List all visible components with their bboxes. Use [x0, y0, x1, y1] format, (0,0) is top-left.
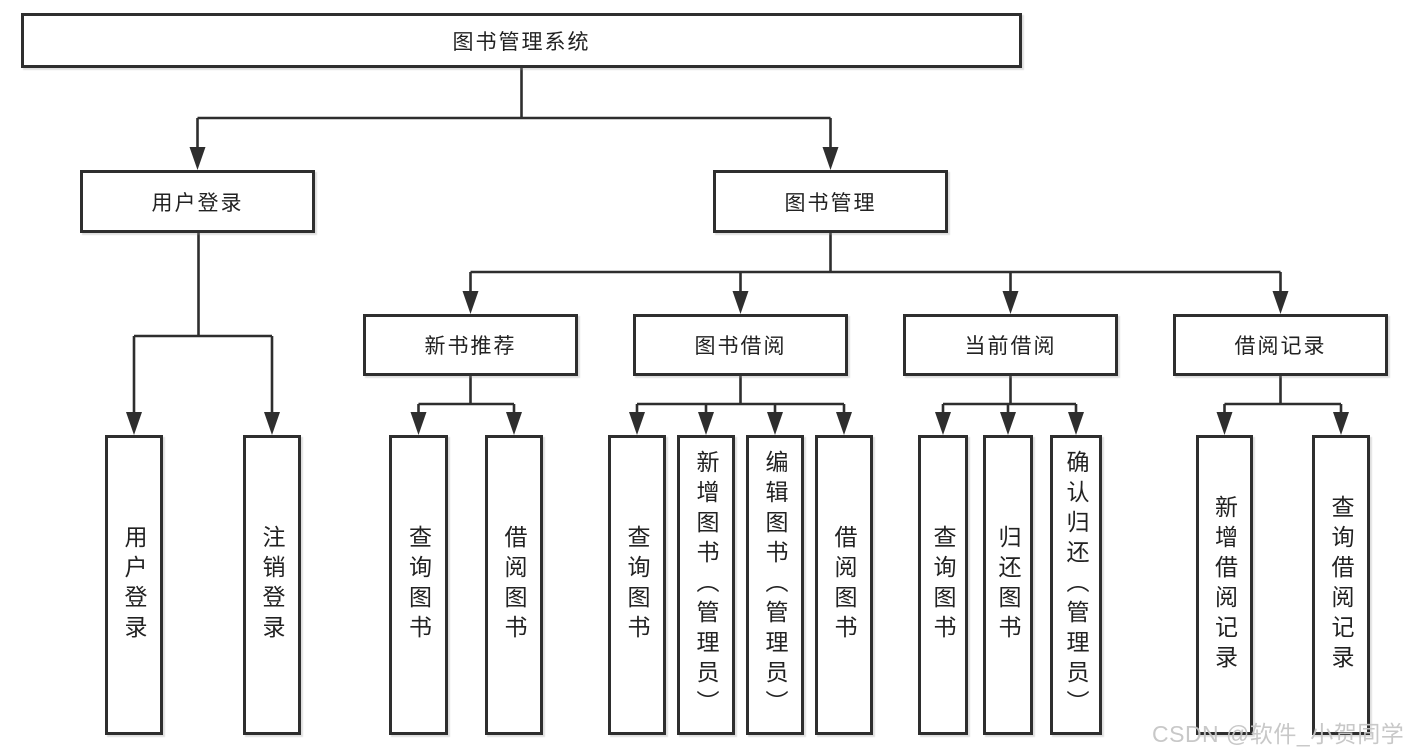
connector-user-login-to-leaves: [126, 233, 280, 435]
node-user-login-group-label: 用户登录: [151, 191, 244, 215]
arrowhead-icon: [822, 147, 839, 170]
node-library-system: 图书管理系统: [21, 13, 1022, 68]
arrowhead-icon: [1002, 291, 1019, 314]
arrowhead-icon: [462, 291, 479, 314]
leaf-logout-label: 注销登录: [259, 525, 285, 645]
leaf-borrow-borrow-book: 借阅图书: [815, 435, 873, 735]
leaf-record-query-label: 查询借阅记录: [1328, 495, 1354, 675]
connector-current-borrow-to-leaves: [935, 376, 1084, 435]
node-library-system-label: 图书管理系统: [452, 30, 591, 54]
arrowhead-icon: [836, 412, 852, 435]
arrowhead-icon: [1068, 412, 1084, 435]
connector-root-to-level2: [189, 68, 839, 170]
arrowhead-icon: [629, 412, 645, 435]
arrowhead-icon: [126, 412, 142, 435]
node-user-login-group: 用户登录: [80, 170, 315, 233]
arrowhead-icon: [1333, 412, 1349, 435]
arrowhead-icon: [1000, 412, 1016, 435]
leaf-user-login: 用户登录: [105, 435, 163, 735]
node-book-management-label: 图书管理: [784, 191, 877, 215]
leaf-record-add: 新增借阅记录: [1196, 435, 1253, 735]
node-borrow-records: 借阅记录: [1173, 314, 1388, 376]
csdn-watermark: CSDN @软件_小贺同学: [1152, 721, 1405, 747]
leaf-current-return: 归还图书: [983, 435, 1033, 735]
leaf-newbook-query-label: 查询图书: [405, 525, 432, 645]
node-borrow-records-label: 借阅记录: [1234, 335, 1327, 358]
leaf-record-query: 查询借阅记录: [1312, 435, 1370, 735]
leaf-borrow-edit-book: 编辑图书（管理员）: [746, 435, 804, 735]
leaf-current-confirm-return: 确认归还（管理员）: [1050, 435, 1102, 735]
connector-new-books-to-leaves: [410, 376, 522, 435]
node-book-borrow-label: 图书借阅: [694, 335, 787, 358]
node-new-book-recommend-label: 新书推荐: [424, 335, 517, 358]
arrowhead-icon: [732, 291, 749, 314]
node-new-book-recommend: 新书推荐: [363, 314, 578, 376]
leaf-record-add-label: 新增借阅记录: [1211, 495, 1238, 675]
arrowhead-icon: [698, 412, 714, 435]
leaf-newbook-query: 查询图书: [389, 435, 448, 735]
arrowhead-icon: [1272, 291, 1289, 314]
leaf-borrow-query-label: 查询图书: [624, 525, 650, 645]
leaf-current-query: 查询图书: [918, 435, 968, 735]
leaf-user-login-label: 用户登录: [121, 525, 147, 645]
connector-book-borrow-to-leaves: [629, 376, 852, 435]
leaf-borrow-borrow-book-label: 借阅图书: [831, 525, 857, 645]
node-book-borrow: 图书借阅: [633, 314, 848, 376]
leaf-current-return-label: 归还图书: [995, 525, 1021, 645]
leaf-newbook-borrow-label: 借阅图书: [501, 525, 527, 645]
arrowhead-icon: [410, 412, 427, 435]
leaf-logout: 注销登录: [243, 435, 301, 735]
leaf-current-query-label: 查询图书: [930, 525, 956, 645]
connector-borrow-records-to-leaves: [1216, 376, 1349, 435]
leaf-current-confirm-return-label: 确认归还（管理员）: [1063, 450, 1089, 720]
node-book-management: 图书管理: [713, 170, 948, 233]
arrowhead-icon: [935, 412, 951, 435]
leaf-borrow-add-book: 新增图书（管理员）: [677, 435, 735, 735]
leaf-borrow-query: 查询图书: [608, 435, 666, 735]
arrowhead-icon: [264, 412, 280, 435]
arrowhead-icon: [189, 147, 206, 170]
node-current-borrow-label: 当前借阅: [964, 335, 1057, 358]
leaf-borrow-edit-book-label: 编辑图书（管理员）: [762, 450, 788, 720]
arrowhead-icon: [1216, 412, 1233, 435]
leaf-borrow-add-book-label: 新增图书（管理员）: [693, 450, 719, 720]
connector-book-management-to-level3: [462, 233, 1289, 314]
leaf-newbook-borrow: 借阅图书: [485, 435, 543, 735]
arrowhead-icon: [767, 412, 783, 435]
arrowhead-icon: [506, 412, 522, 435]
node-current-borrow: 当前借阅: [903, 314, 1118, 376]
